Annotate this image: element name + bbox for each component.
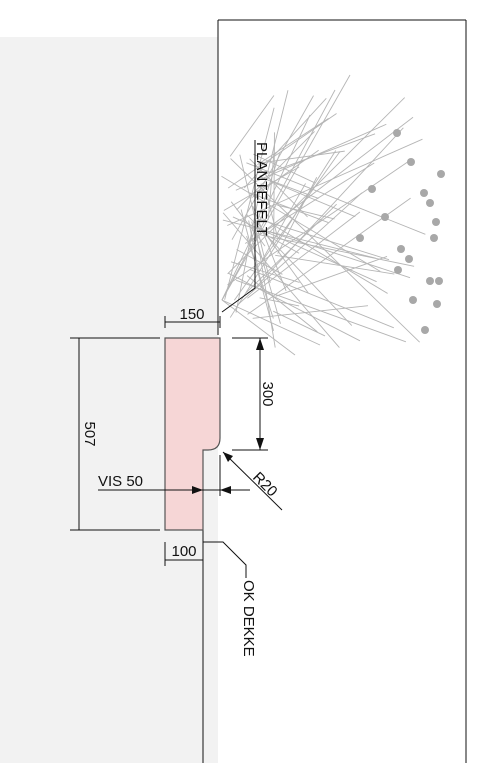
dimension-upper-height: 300 <box>232 337 276 451</box>
vegetation-stem <box>221 175 381 272</box>
vegetation-stem <box>275 254 395 275</box>
dimension-total-height-label: 507 <box>81 421 98 446</box>
vegetation-stem <box>229 150 337 318</box>
vegetation-stem <box>244 162 375 244</box>
vegetation-stem <box>230 261 300 283</box>
vegetation-dot <box>394 266 402 274</box>
vegetation-dot <box>356 234 364 242</box>
vegetation-stem <box>227 97 405 275</box>
vegetation-stem <box>227 138 423 226</box>
vegetation-stem <box>249 158 308 218</box>
vegetation-stem <box>222 212 340 348</box>
vegetation-dot <box>393 129 401 137</box>
vegetation-stem <box>246 213 353 326</box>
vegetation-stem <box>252 305 369 319</box>
vegetation-stem <box>246 275 318 333</box>
dimension-upper-height-label: 300 <box>259 381 276 406</box>
vegetation-stem <box>273 310 326 337</box>
vegetation-dot <box>426 277 434 285</box>
dimension-top-width-label: 150 <box>179 306 204 323</box>
vegetation-stem <box>235 183 262 313</box>
vegetation-stem <box>236 131 315 211</box>
vegetation-stem <box>247 211 361 299</box>
dimension-bottom-width: 100 <box>164 542 204 566</box>
vegetation-stem <box>277 177 318 254</box>
vegetation-dot <box>421 326 429 334</box>
vegetation-stem <box>227 158 413 286</box>
vegetation-dot <box>409 296 417 304</box>
dimension-top-width: 150 <box>164 306 221 328</box>
vegetation-stem <box>238 192 363 305</box>
ok-dekke-annotation: OK DEKKE <box>203 541 257 657</box>
vegetation-dot <box>437 170 445 178</box>
ok-dekke-label: OK DEKKE <box>240 580 257 657</box>
vegetation-stem <box>247 116 414 245</box>
vegetation-stem <box>229 95 275 157</box>
plantefelt-label: PLANTEFELT <box>253 142 270 236</box>
reveal-label: VIS 50 <box>98 473 143 490</box>
vegetation-stem <box>249 269 395 329</box>
vegetation-stem <box>224 107 275 300</box>
vegetation-dot <box>433 300 441 308</box>
vegetation-stem <box>221 89 336 301</box>
vegetation-stem <box>248 192 329 224</box>
vegetation-stem <box>277 204 335 220</box>
vegetation-dot <box>397 245 405 253</box>
vegetation-stem <box>243 97 327 189</box>
vegetation-stem <box>256 217 390 261</box>
vegetation-stem <box>221 74 351 301</box>
vegetation-stem <box>275 256 388 297</box>
vegetation-stem <box>221 114 311 301</box>
vegetation-stem <box>265 191 279 238</box>
vegetation-stem <box>240 209 274 331</box>
vegetation-stem <box>251 127 404 292</box>
vegetation-dot <box>368 185 376 193</box>
vegetation-dot <box>381 213 389 221</box>
dimension-bottom-width-label: 100 <box>171 543 196 560</box>
vegetation-stem <box>267 144 276 221</box>
vegetation-stem <box>221 299 321 346</box>
vegetation-dot <box>426 199 434 207</box>
vegetation-dot <box>430 234 438 242</box>
plantefelt-annotation: PLANTEFELT <box>221 140 270 313</box>
vegetation-stem <box>227 272 361 342</box>
vegetation-dot <box>407 158 415 166</box>
dimension-total-height: 507 <box>70 337 160 531</box>
vegetation-stem <box>221 299 296 356</box>
vegetation-stem <box>262 183 306 259</box>
vegetation-stem <box>233 151 341 301</box>
vegetation-stem <box>258 216 388 294</box>
vegetation-stem <box>257 117 329 166</box>
vegetation-stem <box>251 149 319 198</box>
vegetation-stem <box>223 166 300 211</box>
vegetation-dot <box>405 255 413 263</box>
vegetation-dot <box>435 277 443 285</box>
vegetation-dot <box>432 218 440 226</box>
dimension-reveal: VIS 50 <box>98 455 250 496</box>
vegetation-hatch <box>221 74 445 356</box>
curb-profile <box>164 337 221 531</box>
vegetation-stem <box>263 233 300 254</box>
vegetation-stem <box>222 219 376 259</box>
vegetation-dot <box>420 189 428 197</box>
vegetation-stem <box>246 162 426 235</box>
vegetation-stem <box>259 133 376 177</box>
